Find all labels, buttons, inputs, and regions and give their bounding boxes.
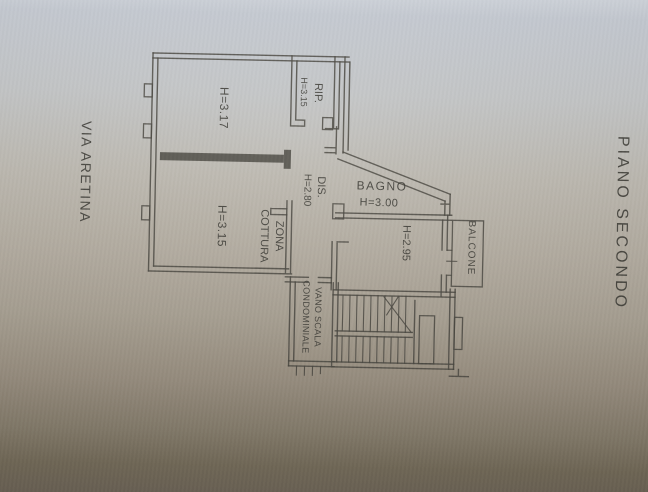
stairwell-label: VANO SCALA CONDOMINIALE: [300, 280, 324, 354]
kitchen-area-label: ZONA COTTURA: [257, 209, 286, 263]
hallway-height-label: H=2.80: [301, 173, 313, 207]
right-room-walls: [330, 214, 458, 297]
balcony-box: [450, 219, 485, 288]
balcony-label: BALCONE: [465, 220, 477, 276]
staircase: [330, 282, 470, 378]
exterior-walls: [140, 52, 351, 275]
floor-title-label: PIANO SECONDO: [611, 135, 632, 311]
room-h317-label: H=3.17: [216, 86, 232, 130]
bathroom-label: BAGNO: [356, 178, 408, 194]
kitchen-divider: [269, 207, 288, 216]
pillar: [321, 116, 334, 131]
window-notch: [142, 123, 153, 139]
stair-steps-lower: [341, 335, 406, 364]
storage-room-label: RIP.: [311, 82, 325, 104]
room-h315-label: H=3.15: [214, 204, 230, 248]
bathroom-walls: [331, 151, 453, 221]
window-notch: [143, 83, 154, 98]
interior-walls: [159, 55, 341, 274]
storage-height-label: H=3.15: [298, 77, 310, 107]
street-name-label: VIA ARETINA: [77, 120, 95, 224]
bathroom-height-label: H=3.00: [359, 196, 399, 210]
hallway-label: DIS.: [314, 176, 328, 198]
stairwell-box: [284, 276, 336, 376]
room-h295-label: H=2.95: [399, 225, 413, 261]
stair-steps-upper: [341, 294, 407, 333]
ground-symbol: [448, 368, 470, 378]
stair-direction-line: [383, 296, 413, 334]
window-notch: [140, 205, 151, 221]
